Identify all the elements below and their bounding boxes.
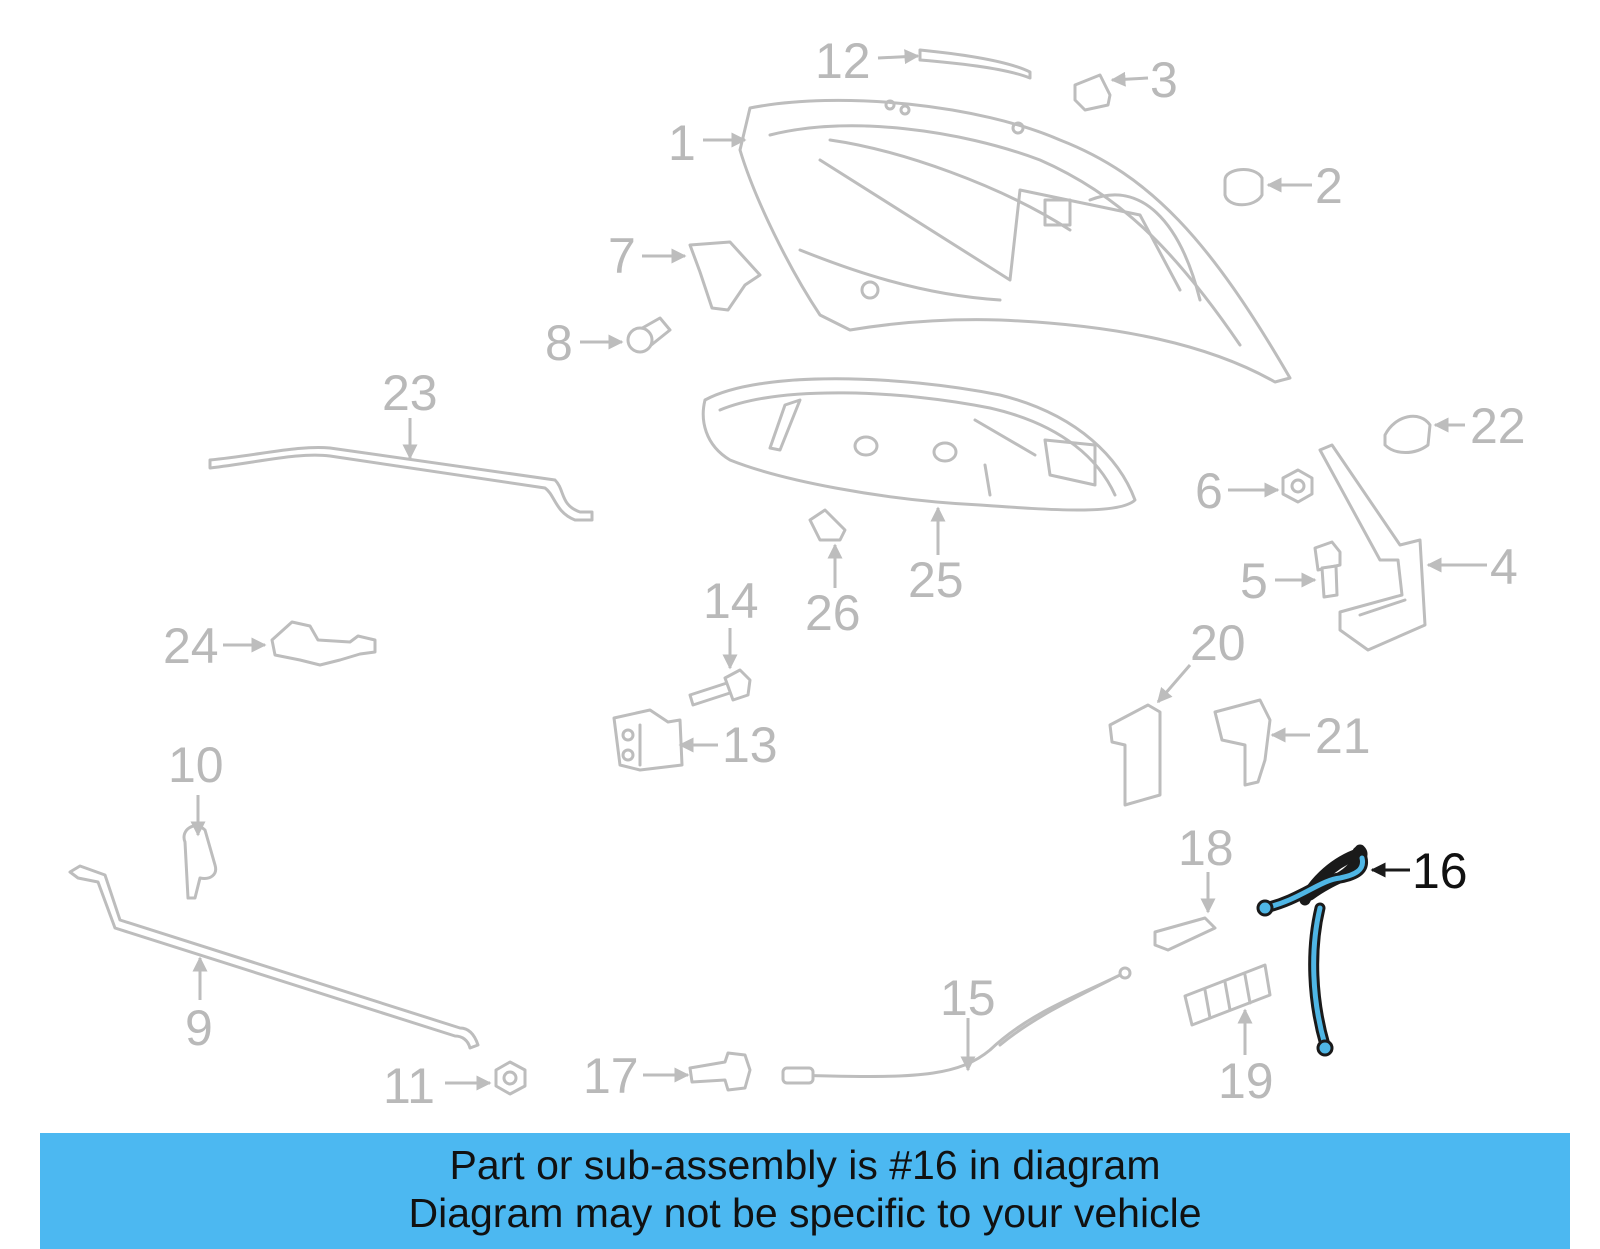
part-1-hood xyxy=(738,98,1292,384)
callout-23: 23 xyxy=(382,365,438,421)
callout-16: 16 xyxy=(1412,843,1468,899)
callout-4: 4 xyxy=(1490,539,1518,595)
part-15-cable xyxy=(781,966,1132,1085)
part-8-bolt xyxy=(626,316,672,354)
part-4-hinge xyxy=(1318,443,1427,652)
part-20-seal xyxy=(1108,703,1162,807)
part-11-nut xyxy=(494,1060,527,1096)
callout-labels: 12 3 1 2 7 8 23 22 6 4 5 26 25 24 14 13 … xyxy=(163,33,1526,1114)
callout-3: 3 xyxy=(1150,52,1178,108)
part-6-nut xyxy=(1281,468,1314,504)
part-3-bumper xyxy=(1073,73,1112,112)
part-19-grille xyxy=(1183,963,1272,1027)
callout-12: 12 xyxy=(815,33,871,89)
parts-diagram: 12 3 1 2 7 8 23 22 6 4 5 26 25 24 14 13 … xyxy=(68,33,1526,1114)
callout-21: 21 xyxy=(1315,708,1371,764)
part-16-highlighted xyxy=(1256,844,1368,1057)
callout-8: 8 xyxy=(545,315,573,371)
callout-14: 14 xyxy=(703,573,759,629)
part-26-clip xyxy=(808,508,847,542)
banner-line-2: Diagram may not be specific to your vehi… xyxy=(408,1190,1202,1236)
banner-line-1: Part or sub-assembly is #16 in diagram xyxy=(449,1142,1161,1188)
part-21-seal xyxy=(1213,698,1272,787)
part-2-bumper xyxy=(1223,168,1264,207)
callout-17: 17 xyxy=(583,1048,639,1104)
part-18-clip xyxy=(1153,916,1217,952)
part-14-bolt xyxy=(688,668,752,707)
callout-22: 22 xyxy=(1470,398,1526,454)
part-22-cap xyxy=(1383,414,1432,454)
callout-6: 6 xyxy=(1195,463,1223,519)
callout-arrows xyxy=(190,49,1487,1091)
info-banner: Part or sub-assembly is #16 in diagram D… xyxy=(40,1133,1570,1249)
part-17-handle xyxy=(688,1051,752,1092)
part-13-latch xyxy=(612,708,684,772)
callout-15: 15 xyxy=(940,970,996,1026)
callout-2: 2 xyxy=(1315,158,1343,214)
callout-7: 7 xyxy=(608,228,636,284)
callout-9: 9 xyxy=(185,1000,213,1056)
callout-1: 1 xyxy=(668,115,696,171)
part-25-insulator xyxy=(701,377,1137,512)
callout-25: 25 xyxy=(908,552,964,608)
callout-5: 5 xyxy=(1240,553,1268,609)
callout-10: 10 xyxy=(168,737,224,793)
part-7-bracket xyxy=(688,240,762,312)
callout-19: 19 xyxy=(1218,1053,1274,1109)
callout-24: 24 xyxy=(163,618,219,674)
callout-18: 18 xyxy=(1178,820,1234,876)
part-5-bolt xyxy=(1313,540,1342,599)
part-23-prop-rod xyxy=(208,446,594,522)
callout-26: 26 xyxy=(805,585,861,641)
callout-11: 11 xyxy=(383,1058,435,1114)
part-10-clip xyxy=(182,824,218,900)
callout-13: 13 xyxy=(722,717,778,773)
part-9-support-rod xyxy=(68,864,480,1050)
callout-20: 20 xyxy=(1190,615,1246,671)
part-24-bracket xyxy=(270,620,377,667)
part-12-weatherstrip xyxy=(918,48,1032,80)
